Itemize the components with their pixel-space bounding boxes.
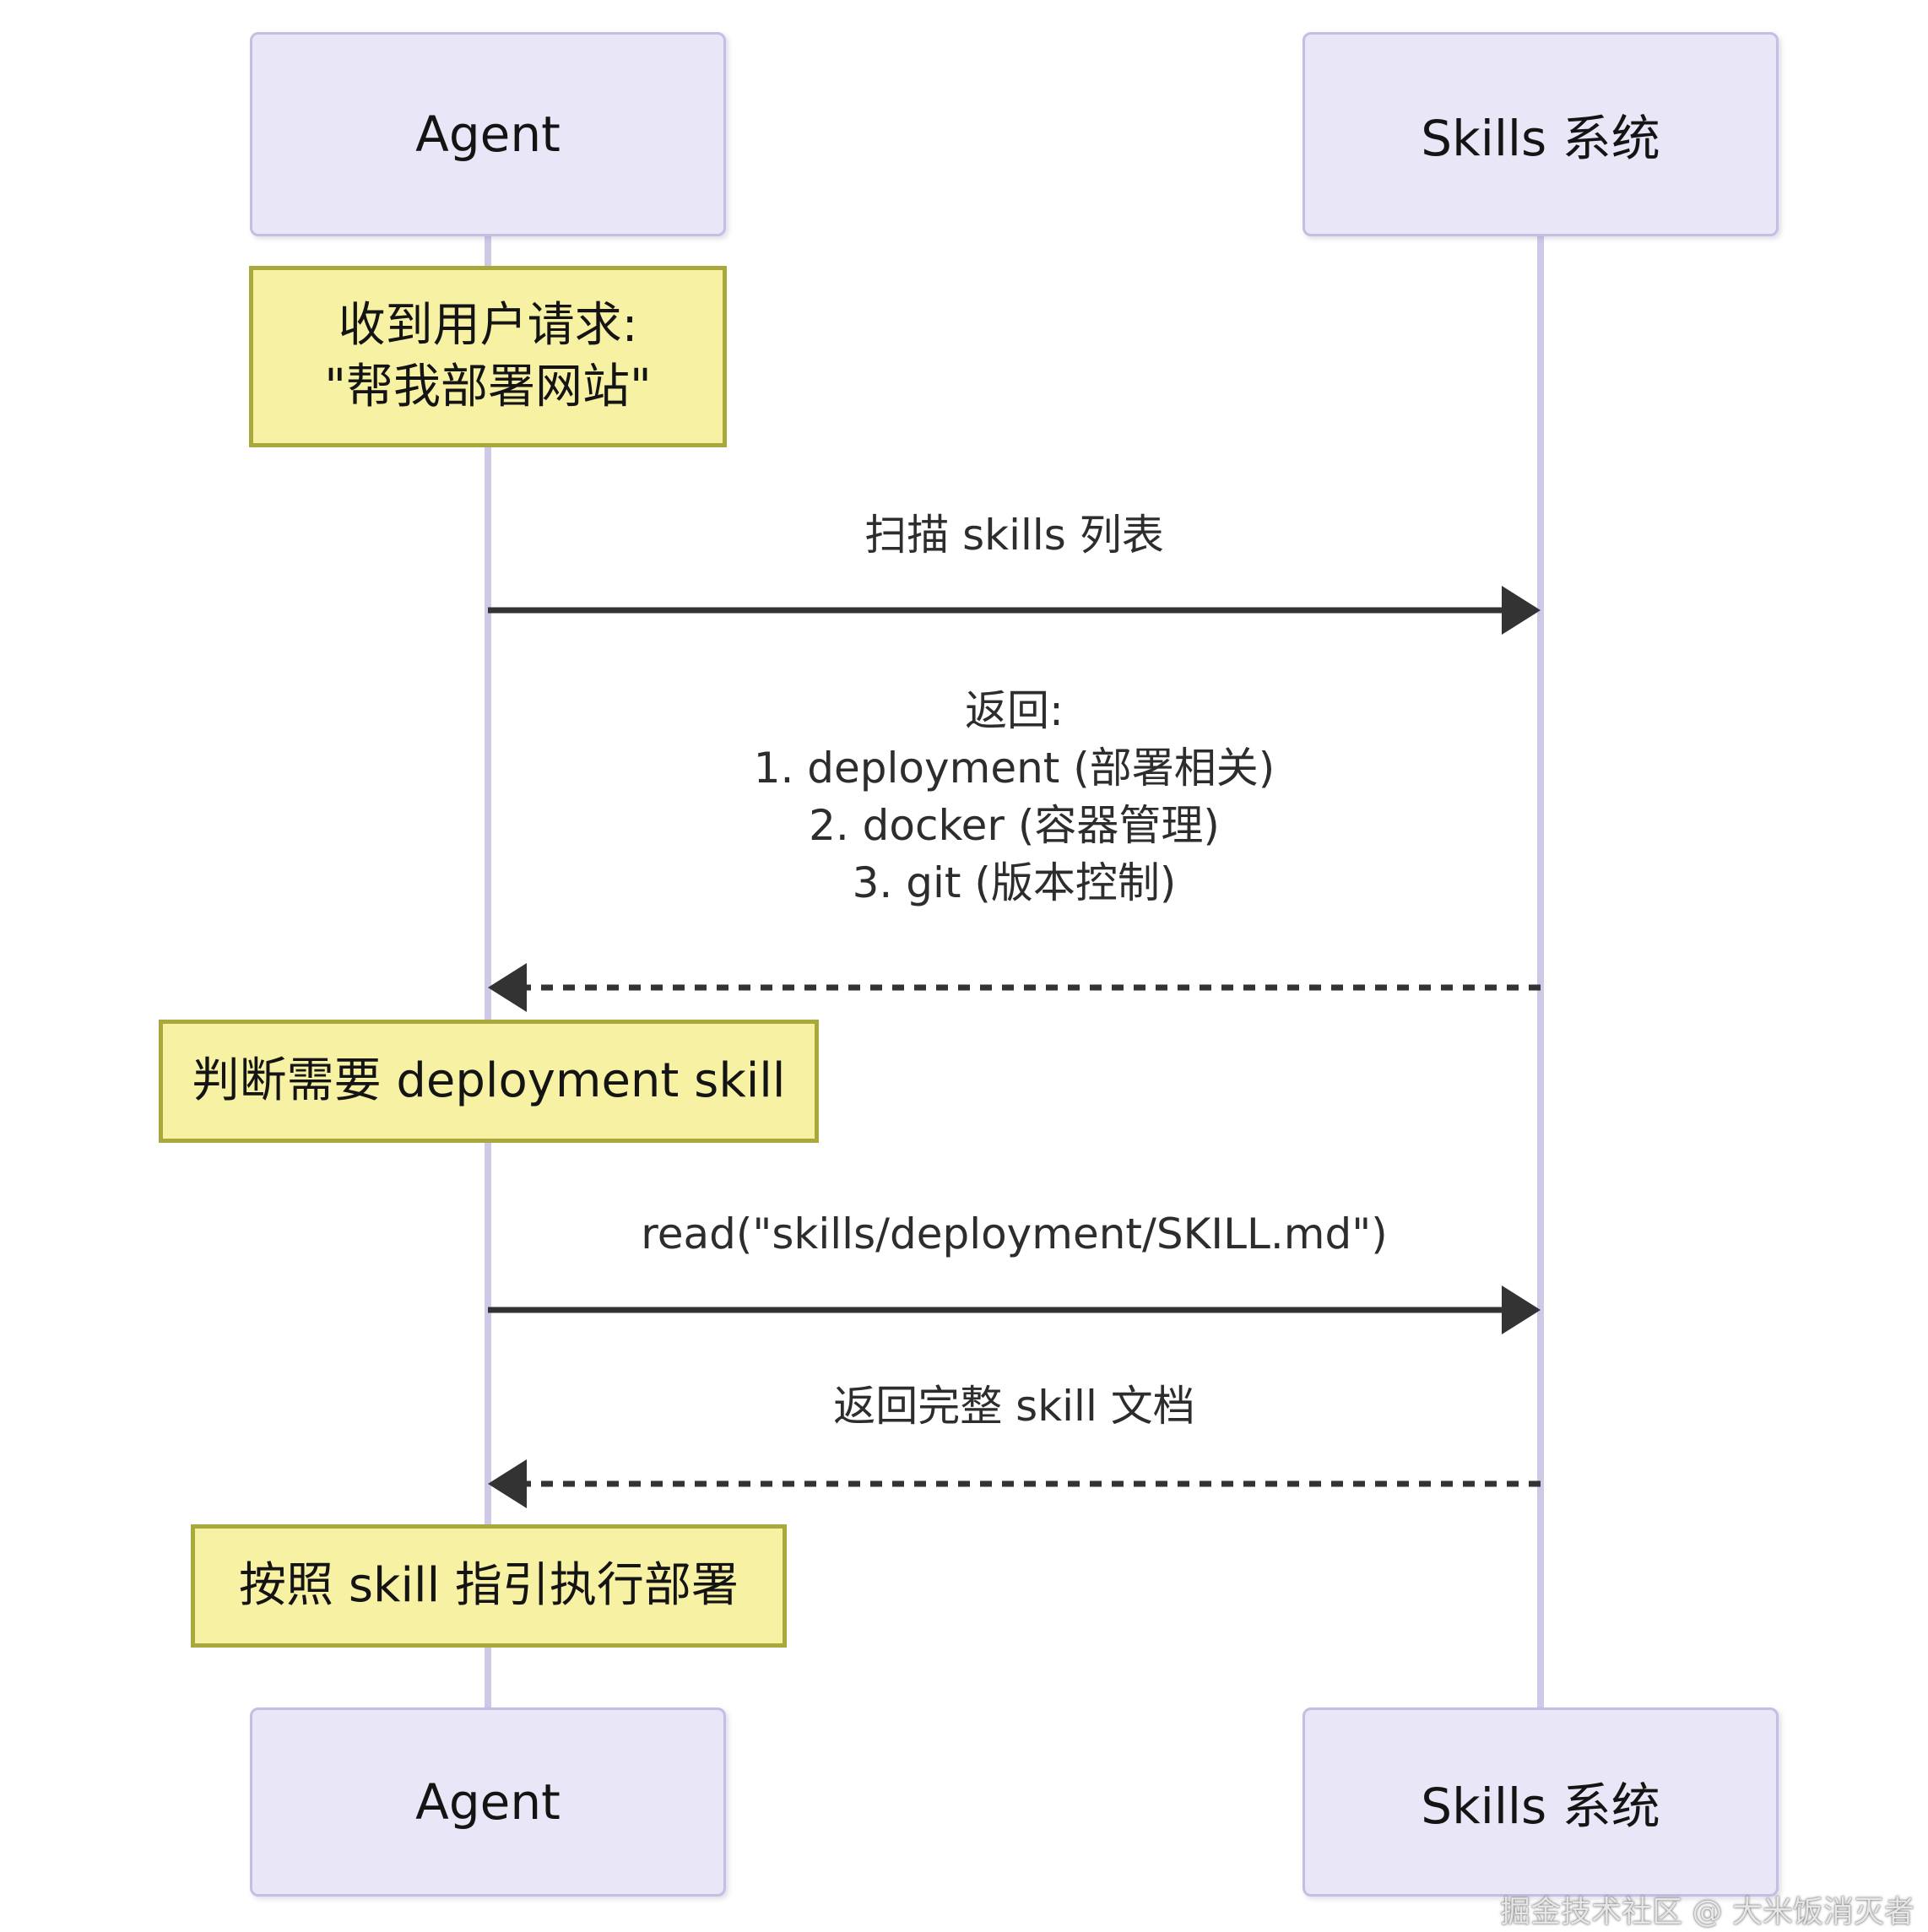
- actor-top-skills-label: Skills 系统: [1421, 110, 1660, 167]
- note-user-request-line-2: "帮我部署网站": [324, 359, 652, 414]
- note-decide-skill: 判断需要 deployment skill: [159, 1020, 819, 1143]
- note-decide-skill-line-1: 判断需要 deployment skill: [192, 1053, 786, 1108]
- read-skill-arrowhead: [1502, 1285, 1541, 1334]
- message-label-return-list-line-4: 3. git (版本控制): [852, 858, 1177, 907]
- return-doc-arrowhead: [488, 1459, 527, 1508]
- actor-top-agent: Agent: [250, 32, 726, 236]
- message-label-return-doc: 返回完整 skill 文档: [488, 1377, 1541, 1435]
- message-label-return-list: 返回: 1. deployment (部署相关) 2. docker (容器管理…: [488, 682, 1541, 912]
- message-label-return-doc-text: 返回完整 skill 文档: [833, 1382, 1195, 1431]
- message-label-return-list-line-3: 2. docker (容器管理): [809, 801, 1220, 850]
- watermark: 掘金技术社区 @ 大米饭消灭者: [1500, 1895, 1914, 1929]
- actor-bottom-agent: Agent: [250, 1707, 726, 1897]
- note-execute-deploy-line-1: 按照 skill 指引执行部署: [239, 1557, 739, 1613]
- actor-top-skills: Skills 系统: [1302, 32, 1779, 236]
- message-label-read-text: read("skills/deployment/SKILL.md"): [641, 1210, 1388, 1258]
- note-user-request-line-1: 收到用户请求:: [338, 297, 638, 353]
- actor-top-agent-label: Agent: [415, 106, 561, 163]
- actor-bottom-skills-label: Skills 系统: [1421, 1778, 1660, 1835]
- actor-bottom-skills: Skills 系统: [1302, 1707, 1779, 1897]
- scan-skills-arrowhead: [1502, 586, 1541, 635]
- actor-bottom-agent-label: Agent: [415, 1773, 561, 1831]
- message-label-return-list-line-1: 返回:: [965, 686, 1064, 735]
- note-user-request: 收到用户请求: "帮我部署网站": [249, 266, 727, 447]
- message-label-read: read("skills/deployment/SKILL.md"): [488, 1205, 1541, 1263]
- message-label-scan: 扫描 skills 列表: [488, 506, 1541, 564]
- return-list-arrowhead: [488, 963, 527, 1012]
- message-label-scan-text: 扫描 skills 列表: [864, 511, 1164, 560]
- message-label-return-list-line-2: 1. deployment (部署相关): [753, 744, 1275, 793]
- note-execute-deploy: 按照 skill 指引执行部署: [191, 1524, 787, 1648]
